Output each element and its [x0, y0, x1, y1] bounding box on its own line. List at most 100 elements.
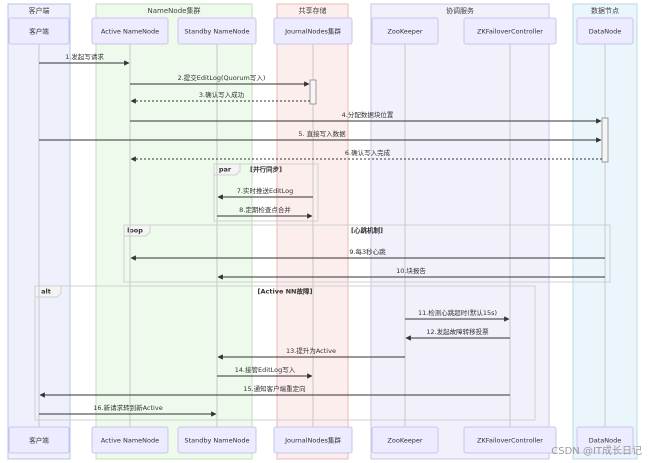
- participant-box: [463, 17, 557, 45]
- message-1: 1.发起写请求: [39, 52, 130, 66]
- message-12: 12.发起故障转移投票: [405, 327, 510, 341]
- activation-layer: [309, 79, 609, 163]
- frame-keyword: par: [219, 166, 232, 174]
- message-2: 2.提交EditLog(Quorum写入): [130, 73, 310, 87]
- frame-tag: [213, 163, 241, 176]
- frame-tag: [34, 285, 62, 298]
- frame-box: [213, 163, 319, 222]
- group-label: NameNode集群: [148, 6, 201, 15]
- participant-zkfc-top: ZKFailoverController: [463, 17, 557, 45]
- lifeline-layer: [38, 44, 606, 427]
- participant-client-bottom: 客户端: [8, 426, 70, 454]
- participant-activenn-bottom: Active NameNode: [91, 426, 169, 454]
- participant-label: ZKFailoverController: [477, 437, 543, 445]
- activation-datanode: [601, 117, 609, 163]
- participant-zk-top: ZooKeeper: [371, 17, 439, 45]
- message-label: 5. 直接写入数据: [298, 129, 346, 138]
- participant-label: Active NameNode: [101, 28, 159, 36]
- message-label: 11.检测心跳超时(默认15s): [418, 308, 497, 317]
- participant-box: [91, 17, 169, 45]
- participant-label: JournalNodes集群: [284, 436, 341, 445]
- message-label: 8.定期检查点合并: [239, 205, 291, 214]
- participant-zk-bottom: ZooKeeper: [371, 426, 439, 454]
- message-label: 3.确认写入成功: [199, 90, 245, 99]
- message-layer: 1.发起写请求 2.提交EditLog(Quorum写入) 3.确认写入成功 4.分配…: [39, 52, 605, 417]
- participant-label: JournalNodes集群: [284, 27, 341, 36]
- message-16: 16.新请求转到新Active: [39, 403, 217, 417]
- participant-box: [576, 17, 634, 45]
- activation-journal: [309, 79, 317, 105]
- message-label: 14.接管EditLog写入: [235, 365, 296, 374]
- group-layer: 客户端 NameNode集群 共享存储 协调服务 数据节点: [7, 3, 638, 460]
- participant-label: ZooKeeper: [387, 437, 422, 445]
- participant-box: [273, 17, 353, 45]
- participant-standbynn-bottom: Standby NameNode: [177, 426, 257, 454]
- frame-condition: [心跳机制]: [351, 226, 383, 235]
- message-label: 7.实时推送EditLog: [237, 186, 293, 195]
- message-label: 2.提交EditLog(Quorum写入): [178, 73, 266, 82]
- frame-layer: par [并行同步] loop [心跳机制] alt [Active NN故障]: [34, 163, 611, 421]
- group-label: 协调服务: [446, 6, 474, 15]
- participant-label: DataNode: [589, 28, 621, 36]
- message-8: 8.定期检查点合并: [217, 205, 313, 219]
- participant-zkfc-bottom: ZKFailoverController: [463, 426, 557, 454]
- message-label: 10.块报告: [396, 266, 426, 275]
- frame-keyword: loop: [127, 227, 143, 235]
- participant-label: 客户端: [29, 27, 49, 36]
- message-7: 7.实时推送EditLog: [217, 186, 313, 200]
- participant-label: Standby NameNode: [184, 28, 249, 36]
- group-namenode: NameNode集群: [95, 3, 253, 460]
- message-5: 5. 直接写入数据: [39, 129, 602, 143]
- group-label: 共享存储: [299, 6, 327, 15]
- frame-condition: [并行同步]: [250, 165, 282, 174]
- participant-label: Standby NameNode: [184, 437, 249, 445]
- participant-box: [371, 17, 439, 45]
- message-label: 9.每3秒心跳: [349, 247, 386, 256]
- participant-datanode-top: DataNode: [576, 17, 634, 45]
- message-label: 6.确认写入完成: [345, 148, 391, 157]
- participant-box: [91, 426, 169, 454]
- frame-alt: alt [Active NN故障]: [34, 285, 536, 421]
- participant-box: [177, 426, 257, 454]
- frame-box: [123, 224, 611, 283]
- participant-box: [576, 426, 634, 454]
- participant-standbynn-top: Standby NameNode: [177, 17, 257, 45]
- participant-label: 客户端: [29, 436, 49, 445]
- message-15: 15.通知客户端重定向: [39, 384, 510, 398]
- participant-activenn-top: Active NameNode: [91, 17, 169, 45]
- participant-journal-top: JournalNodes集群: [273, 17, 353, 45]
- frame-par: par [并行同步]: [213, 163, 319, 222]
- frame-keyword: alt: [41, 288, 51, 296]
- group-label: 客户端: [29, 6, 50, 15]
- message-label: 15.通知客户端重定向: [243, 384, 305, 393]
- group-coord: 协调服务: [370, 3, 550, 460]
- participant-journal-bottom: JournalNodes集群: [273, 426, 353, 454]
- participant-label: Active NameNode: [101, 437, 159, 445]
- message-11: 11.检测心跳超时(默认15s): [405, 308, 510, 322]
- message-3: 3.确认写入成功: [130, 90, 310, 104]
- frame-box: [34, 285, 536, 421]
- message-label: 4.分配数据块位置: [342, 110, 394, 119]
- group-label: 数据节点: [591, 6, 619, 15]
- message-label: 16.新请求转到新Active: [93, 403, 162, 412]
- message-10: 10.块报告: [217, 266, 605, 280]
- message-13: 13.提升为Active: [217, 346, 405, 360]
- participant-label: DataNode: [589, 437, 621, 445]
- watermark: CSDN @IT成长日记: [551, 446, 642, 457]
- message-6: 6.确认写入完成: [130, 148, 602, 162]
- participant-client-top: 客户端: [8, 17, 70, 45]
- participant-box: [371, 426, 439, 454]
- participant-datanode-bottom: DataNode: [576, 426, 634, 454]
- participant-box: [273, 426, 353, 454]
- message-label: 12.发起故障转移投票: [426, 327, 489, 336]
- participant-box: [463, 426, 557, 454]
- participant-label: ZooKeeper: [387, 28, 422, 36]
- message-14: 14.接管EditLog写入: [217, 365, 313, 379]
- message-4: 4.分配数据块位置: [130, 110, 602, 124]
- participant-box: [8, 426, 70, 454]
- participant-box: [8, 17, 70, 45]
- participant-box: [177, 17, 257, 45]
- frame-condition: [Active NN故障]: [258, 287, 313, 296]
